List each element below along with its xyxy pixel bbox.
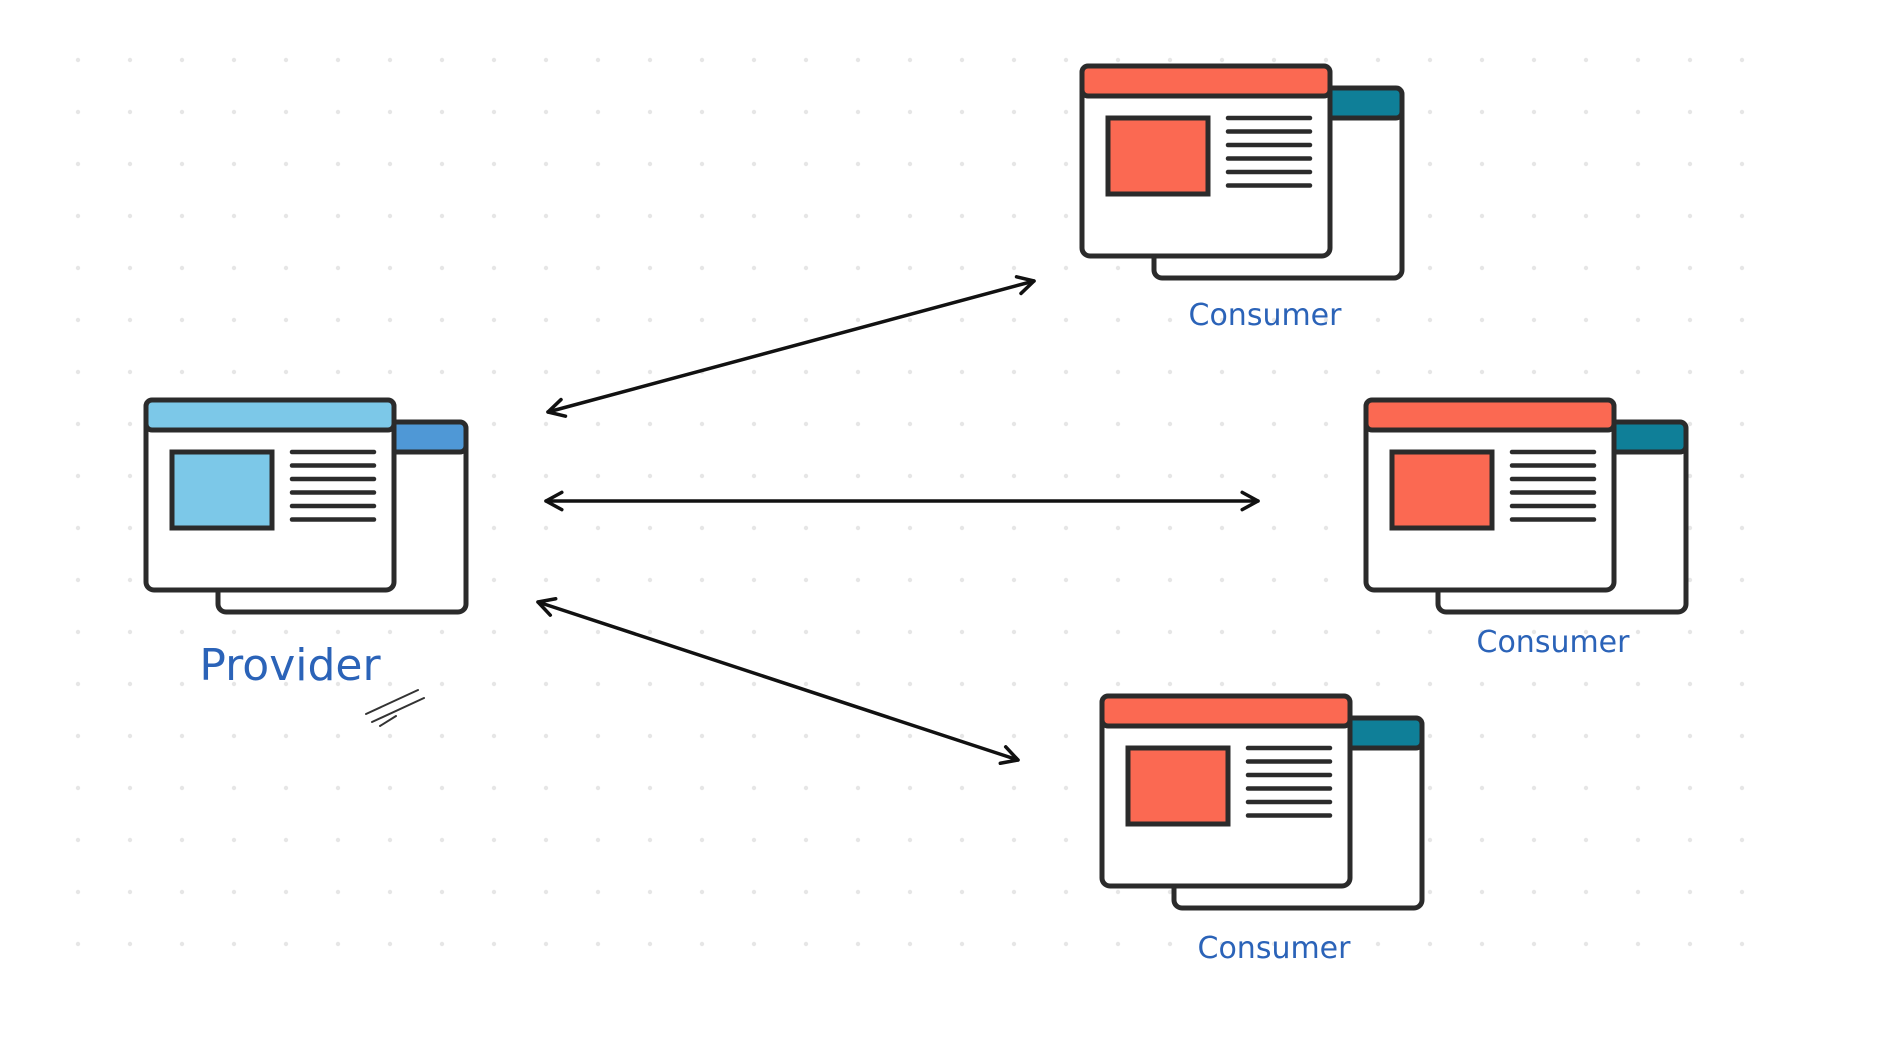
arrowhead-end	[1240, 490, 1260, 512]
content-image-block	[1389, 449, 1495, 531]
front-window-titlebar	[1363, 397, 1617, 433]
consumer-window-icon-middle	[1363, 397, 1689, 615]
arrowhead-start	[536, 596, 558, 617]
consumer-label-bottom: Consumer	[1198, 931, 1352, 966]
consumer-label-middle: Consumer	[1477, 625, 1631, 660]
pen-scribble-mark	[365, 689, 425, 727]
bidirectional-arrow-to-middle-consumer	[544, 490, 1260, 512]
arrowhead-end	[998, 745, 1020, 766]
bidirectional-arrow-to-top-consumer	[546, 275, 1036, 418]
arrow-shaft	[536, 600, 1020, 762]
content-image-block	[1125, 745, 1231, 827]
bidirectional-arrow-to-bottom-consumer	[536, 596, 1020, 766]
arrowhead-start	[544, 490, 564, 512]
arrowhead-start	[546, 397, 568, 418]
content-image-block	[1105, 115, 1211, 197]
provider-window-icon	[143, 397, 469, 615]
arrow-shaft	[546, 279, 1036, 414]
front-window-titlebar	[1079, 63, 1333, 99]
consumer-label-top: Consumer	[1189, 298, 1343, 333]
consumer-window-icon-bottom	[1099, 693, 1425, 911]
front-window-titlebar	[1099, 693, 1353, 729]
arrowhead-end	[1014, 275, 1036, 296]
consumer-window-icon-top	[1079, 63, 1405, 281]
provider-label: Provider	[199, 640, 381, 691]
front-window-titlebar	[143, 397, 397, 433]
content-image-block	[169, 449, 275, 531]
